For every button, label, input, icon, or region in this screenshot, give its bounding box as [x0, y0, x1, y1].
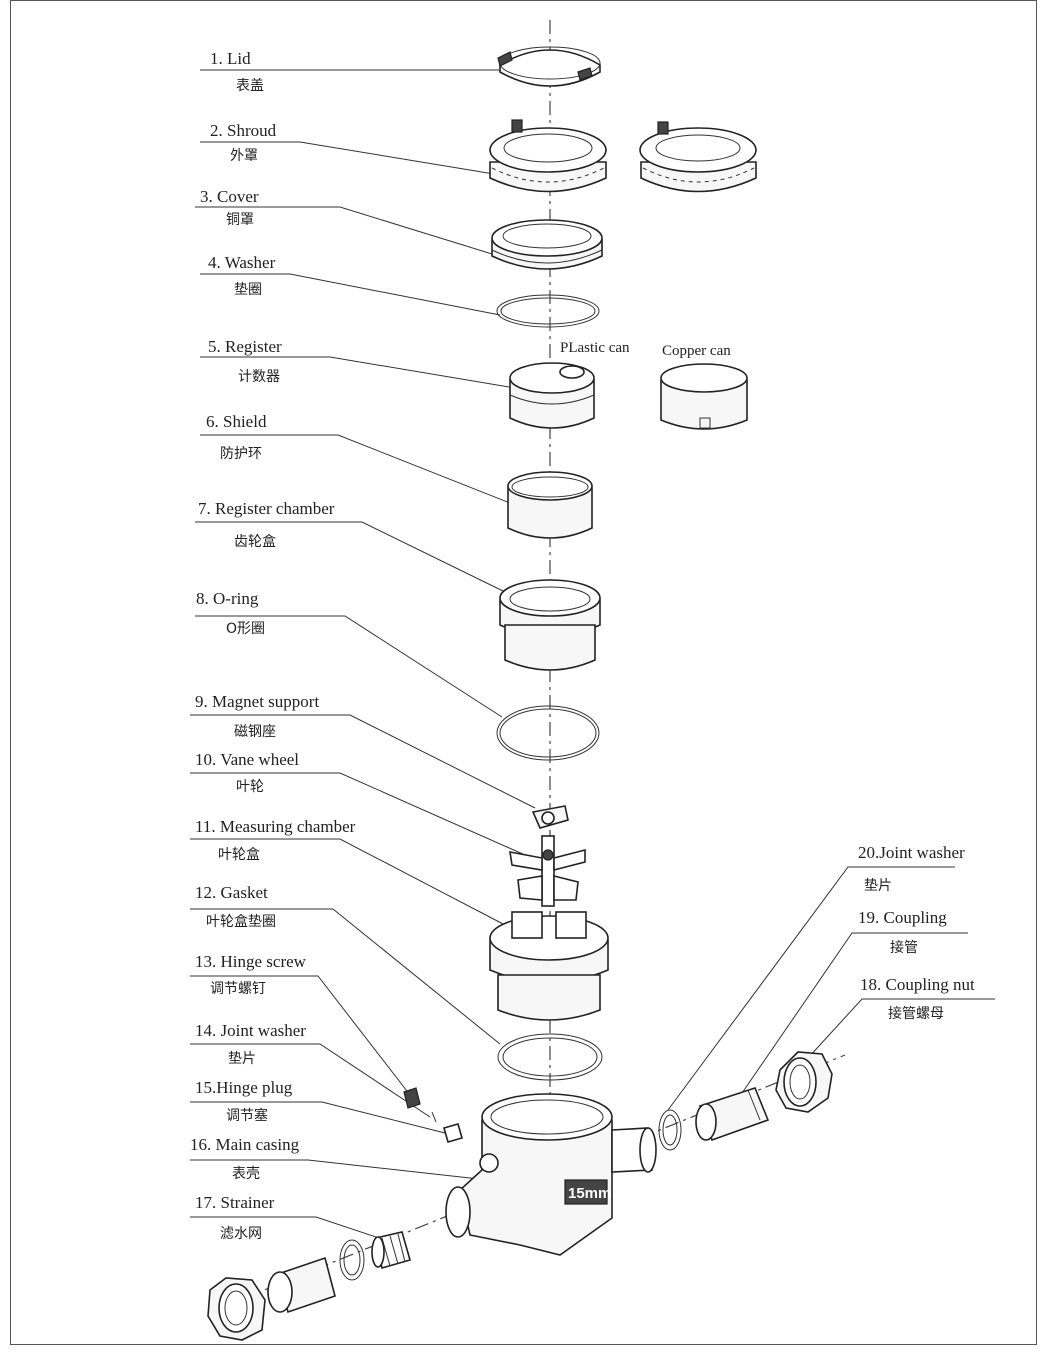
label-zh: 调节螺钉	[210, 981, 266, 997]
copper-can-part	[660, 363, 748, 430]
label-en: 3. Cover	[200, 187, 259, 206]
label-zh: 防护环	[220, 446, 262, 462]
label-joint-washer-20: 20.Joint washer 垫片	[667, 843, 965, 1111]
drawing-frame	[10, 0, 1037, 1345]
label-en: 15.Hinge plug	[195, 1078, 293, 1097]
label-en: 1. Lid	[210, 49, 251, 68]
label-measuring-chamber: 11. Measuring chamber 叶轮盒	[190, 817, 506, 926]
label-joint-washer-14: 14. Joint washer 垫片	[190, 1021, 431, 1118]
label-zh: 计数器	[238, 369, 280, 385]
label-en: 8. O-ring	[196, 589, 259, 608]
label-en: 5. Register	[208, 337, 282, 356]
right-coupling-part	[695, 1087, 770, 1142]
label-shield: 6. Shield 防护环	[200, 412, 511, 504]
label-en: 2. Shroud	[210, 121, 277, 140]
label-en: 9. Magnet support	[195, 692, 319, 711]
label-en: 7. Register chamber	[198, 499, 335, 518]
label-zh: 滤水网	[220, 1226, 262, 1242]
label-zh: 叶轮	[236, 779, 264, 795]
casing-mark: 15mm	[568, 1185, 611, 1202]
label-coupling-nut: 18. Coupling nut 接管螺母	[807, 975, 995, 1059]
magnet-support-part	[531, 805, 569, 829]
left-joint-washer-part	[339, 1239, 365, 1281]
label-en: 6. Shield	[206, 412, 267, 431]
hinge-screw-part	[403, 1087, 421, 1109]
caption-plastic-can: PLastic can	[560, 340, 630, 356]
label-en: 12. Gasket	[195, 883, 268, 902]
joint-washer-14-part	[431, 1111, 437, 1123]
label-zh: 接管螺母	[888, 1005, 944, 1022]
washer-part	[496, 294, 600, 328]
lid-part	[497, 46, 601, 87]
label-zh: 表壳	[232, 1165, 260, 1182]
label-zh: 磁钢座	[234, 724, 276, 740]
label-en: 10. Vane wheel	[195, 750, 299, 769]
label-zh: 垫圈	[234, 282, 262, 298]
register-chamber-part	[499, 579, 601, 671]
right-coupling-nut-part	[775, 1051, 833, 1113]
label-zh: 调节塞	[226, 1107, 268, 1124]
label-register: 5. Register 计数器	[200, 337, 516, 389]
label-register-chamber: 7. Register chamber 齿轮盒	[195, 499, 506, 593]
gasket-inner	[502, 1037, 598, 1077]
label-zh: 外罩	[230, 148, 258, 164]
hinge-plug-part	[443, 1123, 463, 1143]
label-en: 17. Strainer	[195, 1193, 275, 1212]
label-zh: 叶轮盒	[218, 846, 260, 863]
shield-part	[507, 471, 593, 539]
label-en: 18. Coupling nut	[860, 975, 975, 994]
label-en: 19. Coupling	[858, 908, 947, 927]
label-magnet-support: 9. Magnet support 磁钢座	[190, 692, 536, 809]
label-hinge-plug: 15.Hinge plug 调节塞	[190, 1078, 446, 1134]
label-washer: 4. Washer 垫圈	[200, 253, 501, 316]
shroud-part	[489, 119, 607, 193]
main-casing-part: 15mm	[445, 1093, 657, 1256]
label-en: 11. Measuring chamber	[195, 817, 356, 836]
measuring-chamber-part	[489, 911, 609, 1021]
label-lid: 1. Lid 表盖	[200, 49, 505, 94]
washer-inner	[500, 297, 596, 325]
shroud-alt-part	[639, 121, 757, 193]
label-en: 14. Joint washer	[195, 1021, 306, 1040]
label-en: 4. Washer	[208, 253, 276, 272]
label-strainer: 17. Strainer 滤水网	[190, 1193, 389, 1242]
right-joint-washer-part	[658, 1109, 682, 1151]
label-hinge-screw: 13. Hinge screw 调节螺钉	[190, 952, 411, 1096]
label-zh: 叶轮盒垫圈	[206, 913, 276, 930]
label-zh: O形圈	[226, 621, 265, 637]
o-ring-part	[496, 705, 600, 761]
label-cover: 3. Cover 铜罩	[195, 187, 506, 259]
register-part	[509, 362, 595, 429]
label-zh: 垫片	[228, 1051, 256, 1067]
vane-wheel-part	[509, 835, 586, 907]
label-zh: 接管	[890, 939, 918, 956]
label-o-ring: 8. O-ring O形圈	[195, 589, 503, 718]
caption-copper-can: Copper can	[662, 343, 731, 359]
label-en: 13. Hinge screw	[195, 952, 307, 971]
label-en: 16. Main casing	[190, 1135, 300, 1154]
label-coupling: 19. Coupling 接管	[739, 908, 968, 1097]
label-zh: 铜罩	[226, 212, 254, 228]
left-coupling-part	[267, 1256, 336, 1314]
label-main-casing: 16. Main casing 表壳	[190, 1135, 489, 1182]
label-shroud: 2. Shroud 外罩	[200, 121, 501, 176]
o-ring-inner	[499, 708, 597, 758]
label-zh: 齿轮盒	[234, 533, 276, 550]
label-zh: 表盖	[236, 78, 264, 94]
label-gasket: 12. Gasket 叶轮盒垫圈	[190, 883, 501, 1045]
cover-part	[491, 219, 603, 270]
label-zh: 垫片	[864, 878, 892, 894]
strainer-part	[371, 1231, 411, 1270]
label-en: 20.Joint washer	[858, 843, 965, 862]
left-coupling-nut-part	[207, 1277, 266, 1341]
gasket-part	[497, 1033, 603, 1081]
label-vane-wheel: 10. Vane wheel 叶轮	[190, 750, 526, 856]
